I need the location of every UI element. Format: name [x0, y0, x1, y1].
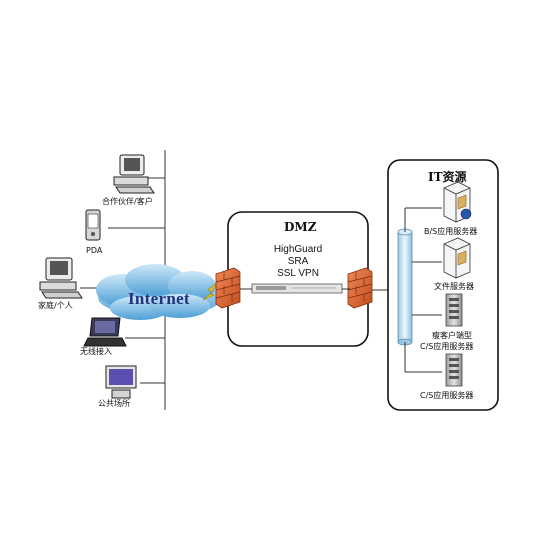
web-server-icon	[443, 181, 472, 223]
dmz-product-line: SRA	[287, 256, 309, 267]
internet-cloud	[96, 264, 222, 320]
desktop-computer-icon	[39, 257, 83, 299]
desktop-computer-icon	[113, 154, 155, 194]
file-server-icon	[443, 237, 471, 279]
server-label-bs: B/S应用服务器	[424, 227, 478, 236]
it-resources-title: IT资源	[428, 170, 467, 184]
dmz-title: DMZ	[284, 220, 317, 234]
network-backbone-pipe	[397, 228, 413, 346]
client-label-pda: PDA	[86, 246, 103, 255]
tower-server-icon	[445, 353, 463, 387]
tower-server-icon	[445, 293, 463, 327]
internet-label: Internet	[128, 289, 190, 308]
dmz-product-line: HighGuard	[273, 244, 323, 255]
laptop-icon	[83, 317, 127, 347]
firewall-icon	[215, 267, 241, 309]
vpn-appliance-icon	[251, 283, 343, 294]
client-label-wireless: 无线接入	[80, 347, 112, 356]
it-resources-box	[387, 159, 499, 411]
client-label-public: 公共场所	[98, 399, 130, 408]
server-label-thin-client-line2: C/S应用服务器	[420, 342, 474, 351]
server-label-file: 文件服务器	[434, 282, 474, 291]
client-label-home: 家庭/个人	[38, 301, 73, 310]
pda-icon	[85, 209, 101, 241]
client-label-partner: 合作伙伴/客户	[102, 197, 153, 206]
firewall-icon	[347, 267, 373, 309]
server-label-cs: C/S应用服务器	[420, 391, 474, 400]
public-terminal-icon	[105, 365, 137, 399]
dmz-product-line: SSL VPN	[277, 268, 319, 279]
server-label-thin-client-line1: 瘦客户端型	[432, 331, 472, 340]
